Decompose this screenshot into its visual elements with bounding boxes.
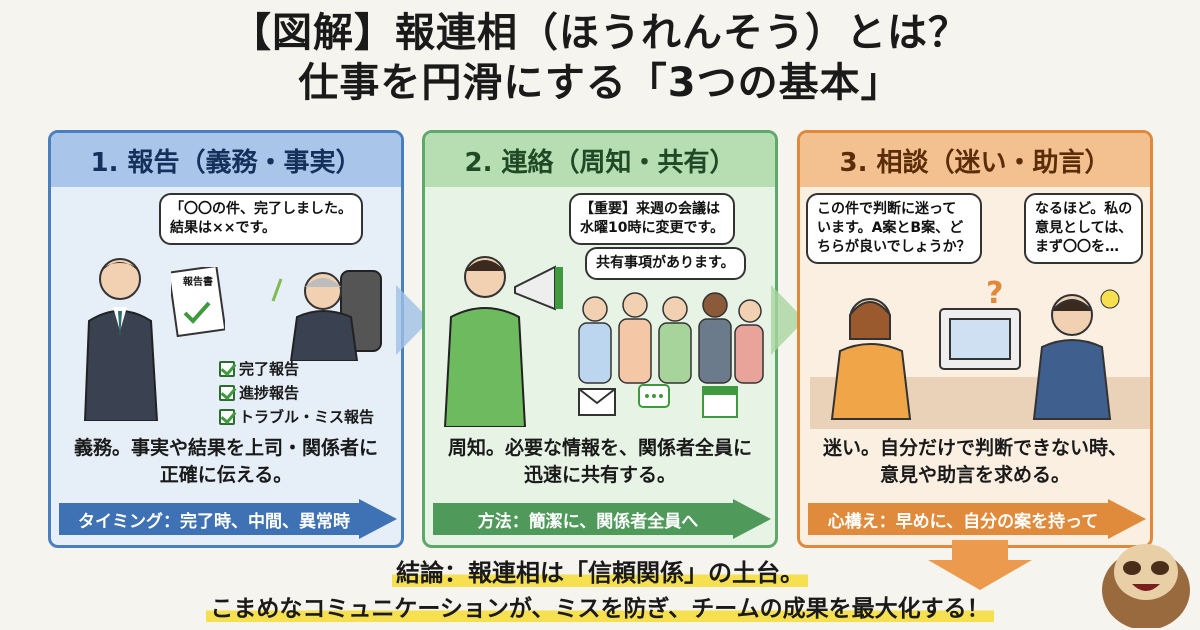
panel-consult-heading: 3. 相談（迷い・助言） bbox=[800, 133, 1150, 187]
checklist-label: トラブル・ミス報告 bbox=[239, 408, 375, 426]
share-speech-bubble: 共有事項があります。 bbox=[585, 247, 746, 280]
arrow-bar-shape bbox=[808, 499, 1146, 539]
report-document-icon bbox=[171, 267, 225, 337]
conclusion-text-2: こまめなコミュニケーションが、ミスを防ぎ、チームの成果を最大化する！ bbox=[206, 596, 994, 622]
announcer-figure bbox=[443, 256, 563, 427]
advice-speech-bubble: なるほど。私の 意見としては、 まず〇〇を… bbox=[1024, 193, 1144, 264]
sloth-mascot-icon bbox=[1102, 544, 1190, 628]
boss-figure bbox=[271, 270, 382, 361]
checklist-item: 進捗報告 bbox=[219, 381, 374, 405]
checkbox-icon bbox=[219, 409, 235, 425]
bubble-line: ちらが良いでしょうか？ bbox=[817, 239, 971, 255]
bubble-line: 結果は××です。 bbox=[170, 220, 277, 236]
conclusion-text-1: 結論：報連相は「信頼関係」の土台。 bbox=[392, 559, 808, 587]
description-line: 正確に伝える。 bbox=[159, 464, 293, 486]
bubble-line: この件で判断に迷って bbox=[817, 201, 957, 217]
bubble-line: なるほど。私の bbox=[1035, 201, 1133, 217]
contact-method-bar: 方法：簡潔に、関係者全員へ bbox=[433, 499, 771, 539]
consult-mindset-bar: 心構え：早めに、自分の案を持って bbox=[808, 499, 1146, 539]
bar-label: 方法：簡潔に、関係者全員へ bbox=[477, 511, 699, 532]
notice-speech-bubble: 【重要】来週の会議は 水曜10時に変更です。 bbox=[569, 193, 736, 245]
checklist-label: 進捗報告 bbox=[239, 384, 300, 402]
report-description: 義務。事実や結果を上司・関係者に 正確に伝える。 bbox=[51, 435, 401, 489]
report-speech-bubble: 「〇〇の件、完了しました。 結果は××です。 bbox=[159, 193, 363, 245]
conclusion-line-2: こまめなコミュニケーションが、ミスを防ぎ、チームの成果を最大化する！ bbox=[0, 594, 1200, 624]
arrow-bar-shape bbox=[59, 499, 397, 539]
description-line: 意見や助言を求める。 bbox=[879, 464, 1070, 486]
page-title: 【図解】報連相（ほうれんそう）とは？ 仕事を円滑にする「3つの基本」 bbox=[0, 8, 1200, 108]
svg-text:?: ? bbox=[986, 279, 1003, 311]
bar-label: タイミング：完了時、中間、異常時 bbox=[78, 511, 350, 532]
checkbox-icon bbox=[219, 361, 235, 377]
arrow-bar-shape bbox=[433, 499, 771, 539]
chat-icon bbox=[638, 384, 670, 408]
contact-description: 周知。必要な情報を、関係者全員に 迅速に共有する。 bbox=[425, 435, 775, 489]
panel-contact: 2. 連絡（周知・共有） 【重要】来週の会議は 水曜10時に変更です。 共有事項… bbox=[422, 130, 778, 548]
consult-description: 迷い。自分だけで判断できない時、 意見や助言を求める。 bbox=[800, 435, 1150, 489]
checklist-item: トラブル・ミス報告 bbox=[219, 405, 374, 429]
bubble-line: 水曜10時に変更です。 bbox=[580, 220, 725, 236]
flow-arrow-1 bbox=[396, 285, 430, 355]
checklist-item: 完了報告 bbox=[219, 357, 374, 381]
team-group bbox=[578, 292, 764, 384]
panel-report: 1. 報告（義務・事実） 「〇〇の件、完了しました。 結果は××です。 報告書 bbox=[48, 130, 404, 548]
description-line: 周知。必要な情報を、関係者全員に bbox=[447, 437, 752, 459]
mail-icon bbox=[578, 388, 616, 416]
down-arrow bbox=[928, 540, 1032, 590]
consult-speech-bubble: この件で判断に迷って います。A案とB案、ど ちらが良いでしょうか？ bbox=[806, 193, 982, 264]
description-line: 義務。事実や結果を上司・関係者に bbox=[73, 437, 378, 459]
checklist-label: 完了報告 bbox=[239, 360, 300, 378]
panel-contact-heading: 2. 連絡（周知・共有） bbox=[425, 133, 775, 187]
conclusion-line-1: 結論：報連相は「信頼関係」の土台。 bbox=[0, 558, 1200, 588]
flow-arrow-2 bbox=[771, 285, 805, 355]
report-checklist: 完了報告 進捗報告 トラブル・ミス報告 bbox=[219, 357, 374, 429]
document-label: 報告書 bbox=[183, 277, 213, 288]
description-line: 迷い。自分だけで判断できない時、 bbox=[822, 437, 1127, 459]
presenter-figure bbox=[83, 258, 159, 421]
report-timing-bar: タイミング：完了時、中間、異常時 bbox=[59, 499, 397, 539]
title-line-2: 仕事を円滑にする「3つの基本」 bbox=[298, 60, 902, 106]
bubble-line: 【重要】来週の会議は bbox=[580, 201, 720, 217]
consultation-scene: ? bbox=[810, 279, 1150, 429]
checkbox-icon bbox=[219, 385, 235, 401]
bubble-line: 「〇〇の件、完了しました。 bbox=[170, 201, 352, 217]
panel-report-heading: 1. 報告（義務・事実） bbox=[51, 133, 401, 187]
bubble-line: まず〇〇を… bbox=[1035, 239, 1119, 255]
calendar-icon bbox=[702, 386, 738, 418]
bubble-line: います。A案とB案、ど bbox=[817, 220, 964, 236]
title-line-1: 【図解】報連相（ほうれんそう）とは？ bbox=[231, 10, 969, 56]
bar-label: 心構え：早めに、自分の案を持って bbox=[827, 511, 1099, 532]
bubble-line: 意見としては、 bbox=[1035, 220, 1133, 236]
description-line: 迅速に共有する。 bbox=[523, 464, 676, 486]
panel-consult: 3. 相談（迷い・助言） この件で判断に迷って います。A案とB案、ど ちらが良… bbox=[797, 130, 1153, 548]
